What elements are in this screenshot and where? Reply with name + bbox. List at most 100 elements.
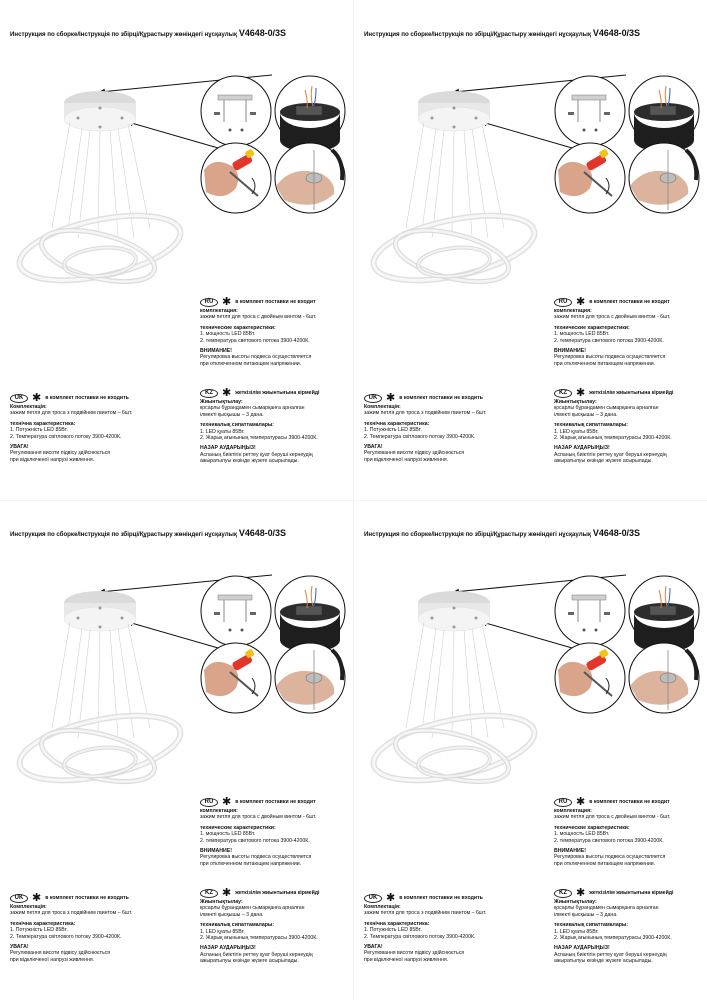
ru-text-line: зажим петля для троса с двойным винтом -…: [554, 814, 671, 821]
uk-text-line: при відключеної напрузі живлення.: [364, 956, 449, 963]
ru-text-line: 2. температура светового потока 3900-420…: [554, 337, 664, 344]
uk-header: в комплект поставки не входить: [45, 894, 129, 901]
kz-text-line: 1. LED қуаты 85Вт.: [554, 928, 599, 935]
uk-text-line: УВАГА!: [10, 944, 29, 951]
uk-text-line: зажим петля для троса з подвійним гвинто…: [364, 410, 487, 417]
screwdriver-adjustment-icon: [554, 642, 626, 714]
kz-text-line: НАЗАР АУДАРЫҢЫЗ!: [200, 445, 256, 452]
kz-text-line: 2. Жарық ағынының температурасы 3900-420…: [554, 935, 672, 942]
kz-text-line: Жиынтықтылау:: [554, 899, 597, 905]
uk-text-line: 2. Температура світлового потоку 3900-42…: [364, 933, 476, 940]
ru-text-line: при отключенном питающем напряжении.: [554, 860, 656, 867]
kz-text-line: техникалық сипаттамалары:: [200, 922, 275, 929]
ru-header: в комплект поставки не входит: [589, 798, 670, 805]
uk-section: UK ✱ в комплект поставки не входить Комп…: [10, 891, 132, 963]
kz-text-line: Аспаның биіктігін реттеу қуат беруші кер…: [554, 951, 667, 958]
uk-text-line: Комплектація:: [10, 904, 47, 910]
kz-text-line: қосарлы бұрандамен сымарқанға арналған: [554, 405, 659, 412]
horizontal-divider: [0, 500, 707, 501]
uk-section: UK ✱ в комплект поставки не входить Комп…: [10, 392, 132, 463]
kz-text-line: Жиынтықтылау:: [200, 899, 243, 905]
ru-text-line: технические характеристики:: [200, 324, 276, 331]
ru-text-line: при отключенном питающем напряжении.: [200, 360, 302, 367]
ru-text-line: комплектация:: [554, 808, 592, 814]
wiring-detail-icon: [274, 575, 346, 652]
kz-text-line: ажыратылуы кезінде жүзеге асырылады.: [200, 958, 299, 965]
kz-text-line: Аспаның биіктігін реттеу қуат беруші кер…: [200, 951, 313, 958]
uk-badge: UK: [10, 893, 28, 903]
uk-text-line: технічна характеристика:: [364, 420, 430, 427]
instruction-panel-top-left: Инструкция по сборке/Інструкція по збірц…: [0, 0, 353, 500]
uk-badge: UK: [364, 893, 382, 903]
ru-text-line: 2. температура светового потока 3900-420…: [200, 337, 310, 344]
kz-badge: KZ: [554, 888, 572, 898]
kz-text-line: Аспаның биіктігін реттеу қуат беруші кер…: [200, 451, 313, 458]
ru-text-line: 1. мощность LED 85Вт.: [554, 831, 610, 838]
uk-text-line: 2. Температура світлового потоку 3900-42…: [10, 933, 122, 940]
led-rings-icon: [16, 212, 184, 285]
kz-text-line: ілмекті қысқышы – 3 дана.: [200, 911, 264, 918]
uk-text-line: технічна характеристика:: [364, 920, 430, 927]
star-icon: ✱: [576, 295, 586, 308]
ru-text-line: ВНИМАНИЕ!: [200, 348, 232, 355]
ru-text-line: при отключенном питающем напряжении.: [554, 360, 656, 367]
wiring-detail-icon: [628, 575, 700, 652]
page-title: Инструкция по сборке/Інструкція по збірц…: [10, 28, 286, 38]
mounting-bracket-detail-icon: [554, 575, 626, 647]
ru-text-line: 2. температура светового потока 3900-420…: [554, 837, 664, 844]
star-icon: ✱: [32, 891, 42, 904]
kz-text-line: 2. Жарық ағынының температурасы 3900-420…: [200, 435, 318, 442]
ru-text-line: 1. мощность LED 85Вт.: [554, 331, 610, 338]
kz-text-line: НАЗАР АУДАРЫҢЫЗ!: [200, 945, 256, 952]
uk-header: в комплект поставки не входить: [399, 894, 483, 901]
page-title: Инструкция по сборке/Інструкція по збірц…: [364, 28, 640, 38]
kz-text-line: техникалық сипаттамалары:: [554, 422, 629, 429]
uk-text-line: при відключеної напрузі живлення.: [10, 456, 95, 463]
ru-text-line: ВНИМАНИЕ!: [554, 848, 586, 855]
uk-text-line: при відключеної напрузі живлення.: [10, 956, 95, 963]
star-icon: ✱: [222, 386, 232, 399]
kz-header: жеткізілім жиынтығына кірмейді: [235, 889, 320, 896]
uk-text-line: технічна характеристика:: [10, 420, 76, 427]
uk-text-line: УВАГА!: [364, 944, 383, 951]
uk-text-line: 2. Температура світлового потоку 3900-42…: [364, 433, 476, 440]
ru-header: в комплект поставки не входит: [235, 298, 316, 305]
kz-text-line: Аспаның биіктігін реттеу қуат беруші кер…: [554, 451, 667, 458]
uk-header: в комплект поставки не входить: [45, 394, 129, 401]
uk-section: UK ✱ в комплект поставки не входить Комп…: [364, 392, 487, 463]
page-title: Инструкция по сборке/Інструкція по збірц…: [10, 528, 286, 538]
ru-text-line: комплектация:: [554, 308, 592, 314]
kz-text-line: Жиынтықтылау:: [554, 399, 597, 405]
star-icon: ✱: [576, 386, 586, 399]
uk-text-line: 2. Температура світлового потоку 3900-42…: [10, 433, 122, 440]
kz-text-line: 2. Жарық ағынының температурасы 3900-420…: [200, 935, 318, 942]
kz-text-line: техникалық сипаттамалары:: [554, 922, 629, 929]
suspension-wires: [51, 621, 151, 739]
kz-text-line: қосарлы бұрандамен сымарқанға арналған: [200, 405, 305, 412]
ru-text-line: Регулировка высоты подвеса осуществляетс…: [200, 354, 312, 361]
uk-text-line: Регулювання висоти підвісу здійснюється: [10, 950, 111, 957]
mounting-bracket-detail-icon: [200, 575, 272, 647]
kz-badge: KZ: [200, 388, 218, 398]
ru-text-line: технические характеристики:: [200, 824, 276, 831]
kz-badge: KZ: [554, 388, 572, 398]
mounting-bracket-detail-icon: [554, 75, 626, 147]
uk-text-line: технічна характеристика:: [10, 920, 76, 927]
kz-header: жеткізілім жиынтығына кірмейді: [589, 389, 674, 396]
ru-text-line: 1. мощность LED 85Вт.: [200, 331, 256, 338]
instruction-panel-bottom-right: Инструкция по сборке/Інструкція по збірц…: [354, 500, 707, 1000]
ru-badge: RU: [554, 797, 572, 807]
uk-badge: UK: [10, 393, 28, 403]
ru-text-line: Регулировка высоты подвеса осуществляетс…: [200, 854, 312, 861]
kz-text-line: қосарлы бұрандамен сымарқанға арналған: [554, 905, 659, 912]
ceiling-canopy-icon: [417, 91, 491, 132]
ru-text-line: 1. мощность LED 85Вт.: [200, 831, 256, 838]
ru-text-line: комплектация:: [200, 808, 238, 814]
ru-section: RU ✱ в комплект поставки не входит компл…: [554, 295, 671, 367]
kz-text-line: ажыратылуы кезінде жүзеге асырылады.: [554, 958, 653, 965]
kz-text-line: ілмекті қысқышы – 3 дана.: [554, 411, 618, 418]
star-icon: ✱: [576, 795, 586, 808]
kz-text-line: ілмекті қысқышы – 3 дана.: [200, 411, 264, 418]
kz-text-line: 1. LED қуаты 85Вт.: [200, 428, 245, 435]
ru-text-line: зажим петля для троса с двойным винтом -…: [554, 314, 671, 321]
